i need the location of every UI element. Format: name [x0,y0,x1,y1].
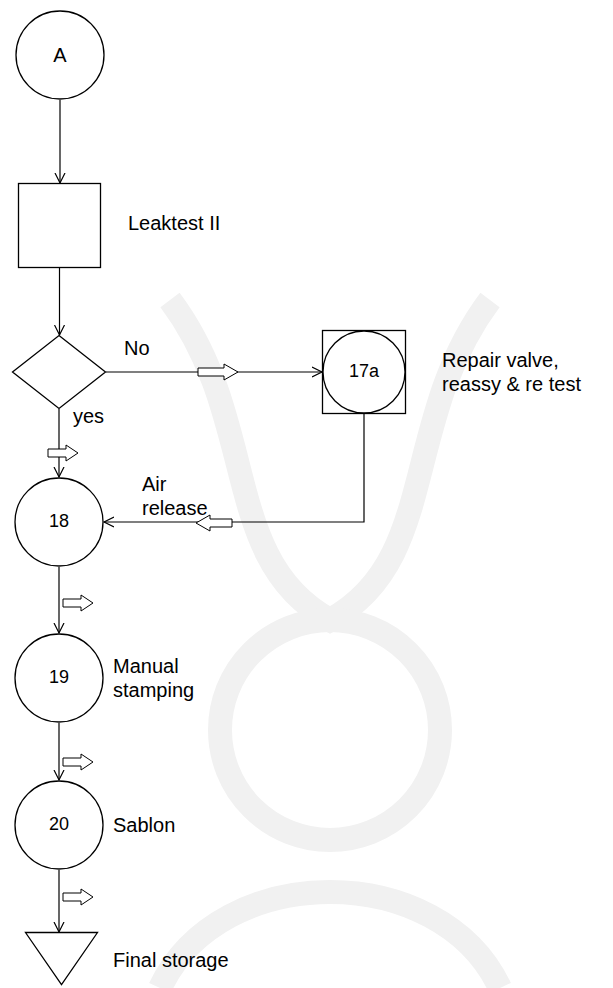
step-number: 20 [14,780,104,870]
flow-arrow [63,754,93,770]
step-label: Sablon [113,813,175,837]
step-number: 17a [322,330,406,414]
circle-outline [323,331,405,413]
flow-arrow [48,445,78,461]
step-label: Repair valve, reassy & re test [442,348,610,396]
connector-circle: A [15,10,105,100]
rework-step: 17aRepair valve, reassy & re test [322,330,406,414]
diamond-outline [13,336,106,409]
operation-circle: 20Sablon [14,780,104,870]
flow-arrow [63,595,93,611]
flow-connector [58,567,59,633]
box-outline [19,184,101,268]
flow-connector [59,100,60,183]
watermark [160,300,500,988]
decision-diamond-outline [12,335,106,409]
flow-connector [104,414,364,522]
storage-triangle: Final storage [25,932,98,985]
watermark-ring [220,620,440,840]
circle-outline [16,11,104,99]
step-number: A [15,10,105,100]
storage-triangle-outline [25,932,98,985]
flow-arrow [63,889,93,905]
step-label: Leaktest II [128,211,220,235]
process-box-outline [18,183,101,268]
flow-connector [59,268,60,335]
step-label: Final storage [113,948,229,972]
flow-arrow [198,364,238,380]
circle-outline [15,478,103,566]
branch-label: yes [71,404,106,428]
circle-outline [15,634,103,722]
triangle-outline [26,933,98,985]
operation-circle: 18Air release [14,477,104,567]
box-outline [323,331,406,414]
step-label: Air release [142,472,222,520]
step-label: Manual stamping [113,654,213,702]
watermark-curve [170,300,490,620]
operation-circle: 19Manual stamping [14,633,104,723]
process-box: Leaktest II [18,183,101,268]
step-number: 19 [14,633,104,723]
step-number: 18 [14,477,104,567]
flow-connector [58,723,59,780]
branch-label: No [122,336,152,360]
flow-connector [58,409,59,477]
decision-diamond [12,335,106,409]
watermark-base [160,892,500,988]
circle-outline [15,781,103,869]
flow-connector [58,870,59,932]
